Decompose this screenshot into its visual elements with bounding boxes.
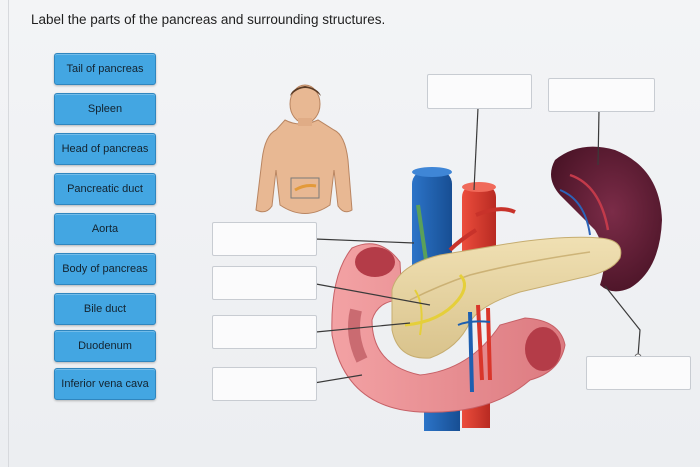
drop-target-left-3[interactable] [212, 315, 317, 349]
label-chip-tail-of-pancreas[interactable]: Tail of pancreas [54, 53, 156, 85]
drop-target-left-1[interactable] [212, 222, 317, 256]
label-chip-pancreatic-duct[interactable]: Pancreatic duct [54, 173, 156, 205]
drop-target-left-2[interactable] [212, 266, 317, 300]
leader-lines [313, 107, 641, 384]
pancreas-shape [391, 236, 622, 359]
question-instruction: Label the parts of the pancreas and surr… [31, 12, 386, 27]
drop-target-bottom-right[interactable] [586, 356, 691, 390]
page-divider [8, 0, 9, 467]
spleen-shape [551, 146, 662, 292]
drop-target-top-center[interactable] [427, 74, 532, 109]
label-chip-aorta[interactable]: Aorta [54, 213, 156, 245]
label-chip-head-of-pancreas[interactable]: Head of pancreas [54, 133, 156, 165]
label-chip-inferior-vena-cava[interactable]: Inferior vena cava [54, 368, 156, 400]
label-chip-spleen[interactable]: Spleen [54, 93, 156, 125]
label-chip-bile-duct[interactable]: Bile duct [54, 293, 156, 325]
drop-target-top-right[interactable] [548, 78, 655, 112]
torso-thumbnail [255, 84, 353, 214]
label-chip-duodenum[interactable]: Duodenum [54, 330, 156, 362]
drop-target-left-4[interactable] [212, 367, 317, 401]
duodenum-shape [331, 243, 566, 413]
label-chip-body-of-pancreas[interactable]: Body of pancreas [54, 253, 156, 285]
